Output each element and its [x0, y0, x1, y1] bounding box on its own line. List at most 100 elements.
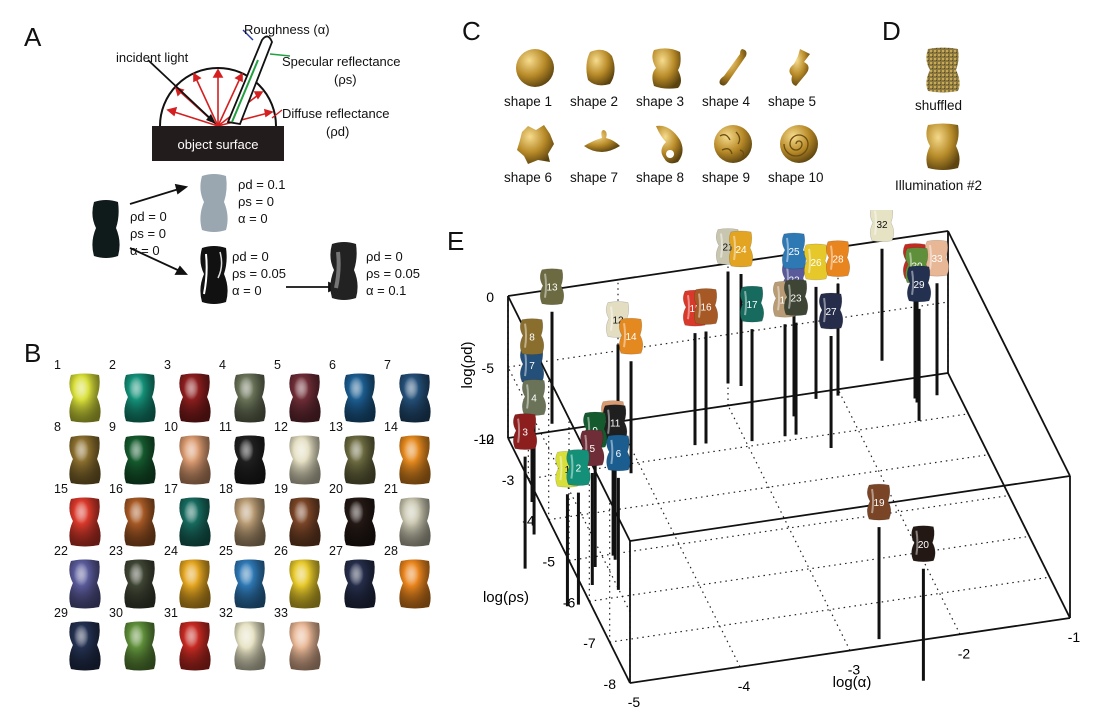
material-swatch [399, 373, 431, 423]
axis-box-edge [507, 437, 631, 684]
incident-light-label: incident light [116, 50, 189, 65]
shuffled-object [926, 47, 960, 93]
shape-1-label: shape 1 [504, 94, 553, 109]
axis-box-edge [629, 617, 1071, 684]
shape-9-render [714, 125, 752, 163]
material-swatch [234, 497, 266, 547]
diffuse-ex-rho-s: ρs = 0 [238, 194, 274, 209]
y-tick-label: -3 [502, 472, 515, 488]
material-number: 4 [219, 358, 226, 372]
point-label: 5 [590, 444, 596, 455]
illumination-label: Illumination #2 [895, 178, 983, 193]
base-rho-s: ρs = 0 [130, 226, 166, 241]
z-tick-label: -5 [482, 360, 495, 376]
point-label: 7 [529, 361, 535, 372]
material-swatch [124, 373, 156, 423]
material-swatch [69, 435, 101, 485]
material-swatch [124, 435, 156, 485]
material-swatch [234, 621, 266, 671]
material-number: 9 [109, 420, 116, 434]
shuffled-label: shuffled [915, 98, 963, 113]
point-label: 3 [522, 428, 528, 439]
material-number: 12 [274, 420, 288, 434]
material-swatch [399, 497, 431, 547]
y-tick-label: -8 [604, 676, 617, 692]
panel-b-letter: B [24, 338, 42, 368]
incident-light-ray [147, 59, 215, 123]
material-number: 5 [274, 358, 281, 372]
material-swatch [289, 373, 321, 423]
point-label: 4 [531, 394, 537, 405]
shape-10-render [780, 125, 818, 163]
base-params: ρd = 0 ρs = 0 α = 0 [130, 208, 167, 259]
material-number: 33 [274, 606, 288, 620]
floor-grid-line [568, 494, 1010, 562]
y-tick-label: -5 [543, 554, 556, 570]
diffuse-label: Diffuse reflectance [282, 106, 390, 121]
floor-grid-line [837, 388, 961, 635]
point-label: 8 [529, 333, 535, 344]
material-swatch [234, 373, 266, 423]
material-number: 16 [109, 482, 123, 496]
material-swatch [124, 621, 156, 671]
material-swatch [234, 559, 266, 609]
material-point-23 [783, 279, 809, 316]
point-label: 19 [873, 498, 885, 509]
material-point-20 [911, 525, 936, 563]
x-tick-label: -2 [958, 645, 971, 661]
material-swatch [399, 435, 431, 485]
roughness-label: Roughness (α) [244, 22, 330, 37]
material-number: 21 [384, 482, 398, 496]
material-number: 26 [274, 544, 288, 558]
shape-7-label: shape 7 [570, 170, 619, 185]
material-swatch [124, 497, 156, 547]
material-swatch [69, 559, 101, 609]
material-swatch [344, 559, 376, 609]
material-point-3 [513, 413, 538, 450]
x-tick-label: -4 [738, 678, 751, 694]
diffuse-arrows [166, 68, 274, 127]
material-swatch [399, 559, 431, 609]
material-swatch [289, 435, 321, 485]
scatter-3d-plot: -5-4-3-2-1-8-7-6-5-4-3-20-5-10log(α)log(… [459, 210, 1080, 710]
specular-symbol: (ρs) [334, 72, 357, 87]
material-swatch [69, 373, 101, 423]
shape-4-render [719, 49, 747, 86]
point-label: 29 [914, 280, 926, 291]
shape-6-label: shape 6 [504, 170, 553, 185]
diffuse-ex-alpha: α = 0 [238, 211, 268, 226]
point-label: 26 [810, 258, 822, 269]
point-label: 24 [735, 245, 747, 256]
diffuse-ex-rho-d: ρd = 0.1 [238, 177, 286, 192]
specular-ex-rho-d: ρd = 0 [232, 249, 269, 264]
hemisphere-outline [159, 67, 277, 127]
point-label: 16 [700, 303, 712, 314]
floor-grid-line [609, 576, 1050, 643]
point-label: 2 [576, 464, 582, 475]
panel-a-letter: A [24, 22, 42, 52]
panel-c-letter: C [462, 16, 481, 46]
material-number: 30 [109, 606, 123, 620]
material-number: 23 [109, 544, 123, 558]
point-label: 20 [918, 540, 930, 551]
shape-5-render [789, 49, 810, 86]
point-label: 32 [876, 220, 888, 231]
axis-box-edge [947, 230, 1071, 477]
z-tick-label: 0 [486, 289, 494, 305]
axis-box-edge [629, 475, 1071, 542]
material-number: 13 [329, 420, 343, 434]
material-swatch [234, 435, 266, 485]
axis-box-edge [507, 372, 949, 439]
shape-5-label: shape 5 [768, 94, 817, 109]
material-point-6 [606, 434, 631, 472]
panel-a-diagram: object surface [129, 29, 341, 293]
diffuse-example-params: ρd = 0.1 ρs = 0 α = 0 [238, 176, 286, 227]
point-label: 23 [790, 294, 802, 305]
material-swatch [289, 559, 321, 609]
rough-ex-rho-s: ρs = 0.05 [366, 266, 421, 281]
material-number: 2 [109, 358, 116, 372]
y-tick-label: -6 [563, 594, 576, 610]
material-swatch [344, 497, 376, 547]
material-number: 27 [329, 544, 343, 558]
specular-example-object [200, 246, 228, 304]
